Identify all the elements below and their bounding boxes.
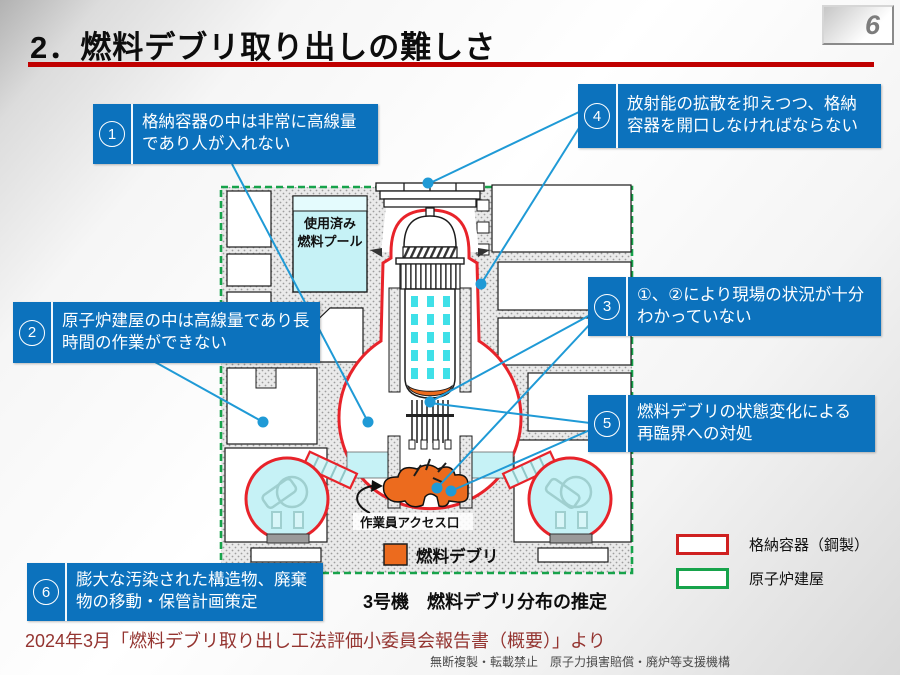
- access-port-label: 作業員アクセス口: [360, 515, 459, 530]
- callout-2-number: 2: [13, 302, 53, 363]
- spent-fuel-pool: 使用済み 燃料プール: [292, 195, 368, 293]
- pool-label-1: 使用済み: [303, 216, 356, 231]
- callout-2-building-dose: 2 原子炉建屋の中は高線量であり長時間の作業ができない: [13, 302, 320, 363]
- arrowhead: [371, 480, 383, 492]
- callout-4-number: 4: [578, 84, 618, 148]
- legend-label: 格納容器（鋼製）: [749, 537, 870, 554]
- legend-item-containment: 格納容器（鋼製）: [676, 534, 869, 555]
- callout-5-text: 燃料デブリの状態変化による再臨界への対処: [637, 402, 852, 443]
- access-port-annotation: 作業員アクセス口: [353, 480, 473, 530]
- torus-right: [527, 456, 613, 544]
- callout-6-waste-management: 6 膨大な汚染された構造物、廃棄物の移動・保管計画策定: [27, 563, 323, 621]
- source-citation: 2024年3月「燃料デブリ取り出し工法評価小委員会報告書（概要）」より: [25, 631, 606, 651]
- callout-1-containment-dose: 1 格納容器の中は非常に高線量であり人が入れない: [93, 104, 378, 164]
- callout-5-number: 5: [588, 395, 628, 452]
- callout-4-containment-opening: 4 放射能の拡散を抑えつつ、格納容器を開口しなければならない: [578, 84, 881, 148]
- callout-1-text: 格納容器の中は非常に高線量であり人が入れない: [142, 113, 357, 153]
- reactor-building-diagram: 使用済み 燃料プール: [219, 182, 634, 575]
- vent-pipe-left: [301, 450, 359, 490]
- legend-label: 原子炉建屋: [749, 571, 825, 588]
- wall-notch: [255, 367, 277, 389]
- containment-swatch: [676, 534, 729, 555]
- footer-copyright: 無断複製・転載禁止 原子力損害賠償・廃炉等支援機構: [430, 655, 731, 669]
- callout-4-text: 放射能の拡散を抑えつつ、格納容器を開口しなければならない: [627, 95, 858, 135]
- page-number-badge: 6: [822, 5, 894, 45]
- legend: 格納容器（鋼製） 原子炉建屋: [676, 534, 869, 602]
- title-underline: [28, 62, 874, 67]
- diagram-caption: 3号機 燃料デブリ分布の推定: [362, 592, 607, 612]
- callout-3-number: 3: [588, 277, 628, 336]
- legend-item-building: 原子炉建屋: [676, 568, 869, 589]
- callout-6-number: 6: [27, 563, 67, 621]
- debris-legend: 燃料デブリ: [383, 543, 499, 566]
- callout-3-unknown-conditions: 3 ①、②により現場の状況が十分わかっていない: [588, 277, 881, 336]
- callout-1-number: 1: [93, 104, 133, 164]
- page-title: 2．燃料デブリ取り出しの難しさ: [30, 30, 497, 65]
- debris-legend-label: 燃料デブリ: [416, 546, 499, 566]
- dome-support-left: [370, 248, 382, 257]
- callout-2-text: 原子炉建屋の中は高線量であり長時間の作業ができない: [62, 311, 310, 352]
- shield-plug: [375, 182, 485, 208]
- debris-swatch: [383, 543, 408, 566]
- building-swatch: [676, 568, 729, 589]
- gate-notches: [476, 199, 490, 256]
- pool-label-2: 燃料プール: [297, 234, 362, 249]
- callout-3-text: ①、②により現場の状況が十分わかっていない: [637, 285, 865, 326]
- callout-6-text: 膨大な汚染された構造物、廃棄物の移動・保管計画策定: [76, 571, 307, 611]
- callout-5-recriticality: 5 燃料デブリの状態変化による再臨界への対処: [588, 395, 875, 452]
- torus-left: [244, 456, 330, 544]
